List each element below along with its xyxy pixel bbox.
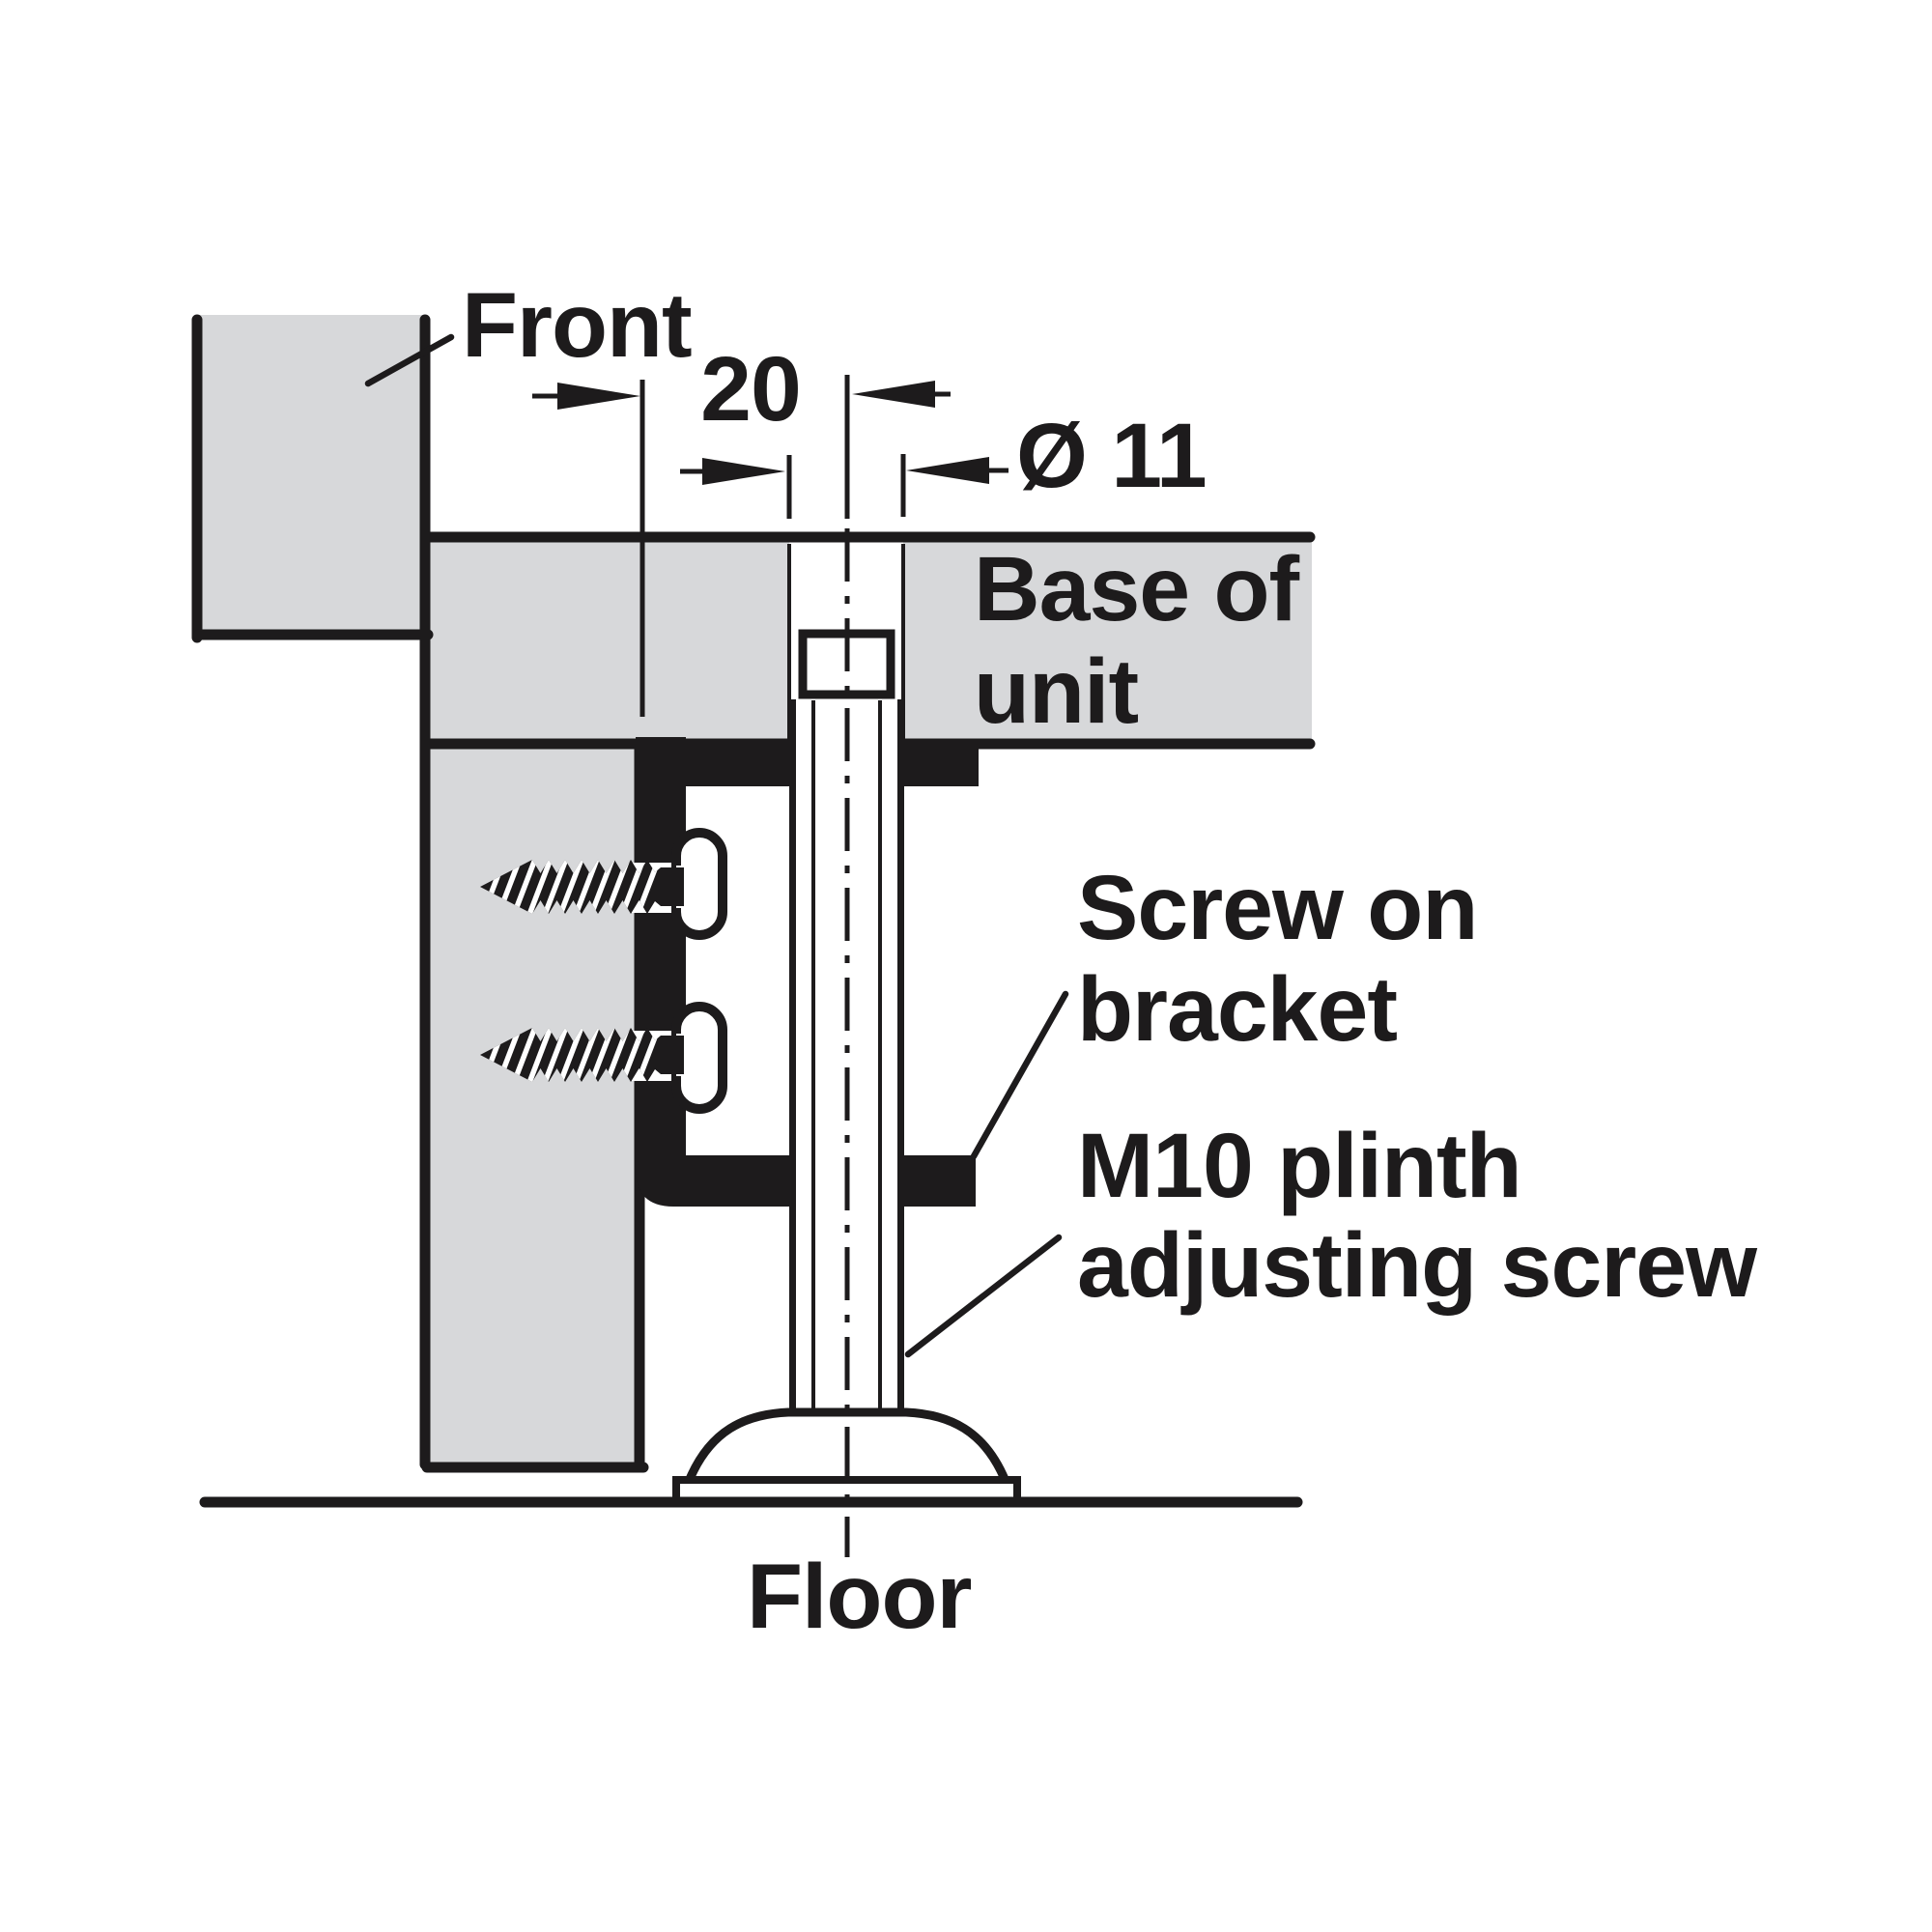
m10-line1: M10 plinth bbox=[1077, 1115, 1522, 1217]
base-of-unit-line1: Base of bbox=[974, 538, 1299, 640]
m10-adjusting-screw-label: M10 plinth adjusting screw bbox=[1077, 1115, 1757, 1317]
base-of-unit-line2: unit bbox=[974, 640, 1139, 743]
screw-on-bracket-label: Screw on bracket bbox=[1077, 857, 1478, 1061]
m10-leader bbox=[904, 1234, 1063, 1358]
leader-lines bbox=[364, 333, 1069, 1358]
bracket-upper-arm-right-stub bbox=[901, 742, 979, 786]
floor-label: Floor bbox=[747, 1546, 972, 1648]
dimension-ticks bbox=[639, 375, 906, 717]
m10-line2: adjusting screw bbox=[1077, 1214, 1757, 1317]
front-panel bbox=[196, 315, 425, 639]
dim-dia11-arrows bbox=[680, 457, 1009, 485]
screw-on-bracket-line2: bracket bbox=[1077, 958, 1398, 1061]
screw-on-bracket-leader bbox=[970, 990, 1069, 1160]
base-of-unit-label: Base of unit bbox=[974, 538, 1299, 743]
adjusting-screw-shaft-outline bbox=[789, 699, 904, 1416]
bracket-lower-arm-right-stub bbox=[901, 1155, 976, 1207]
screw-on-bracket-line1: Screw on bbox=[1077, 857, 1478, 959]
bracket-plate-and-lower-arm bbox=[636, 737, 792, 1207]
adjusting-screw-thread-lines bbox=[811, 700, 882, 1412]
dimension-diameter-11-label: Ø 11 bbox=[1016, 405, 1208, 507]
front-leader bbox=[364, 333, 455, 387]
dim-20-arrows bbox=[532, 381, 951, 410]
front-label: Front bbox=[462, 274, 693, 377]
bracket-upper-arm bbox=[636, 742, 792, 786]
plinth-panel bbox=[425, 744, 643, 1467]
dimension-20-label: 20 bbox=[700, 338, 802, 440]
